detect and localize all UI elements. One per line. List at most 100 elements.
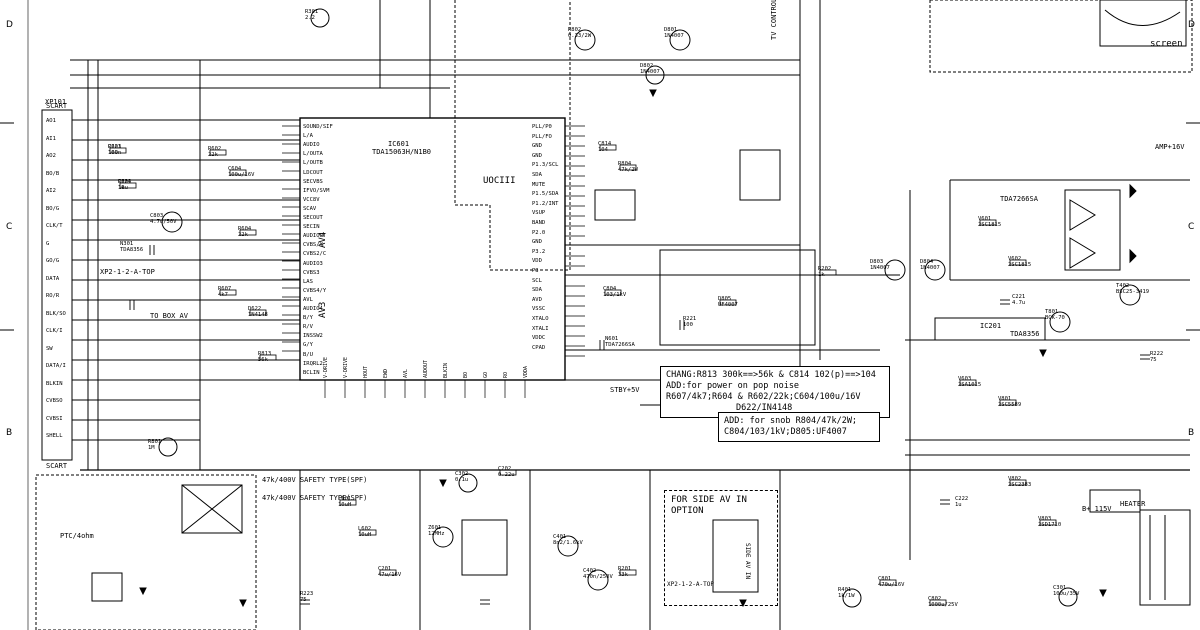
component-ref: D801 (664, 27, 678, 33)
component-ref: R201 (618, 566, 632, 572)
ic-left-pin-label: AUDIO3 (303, 260, 323, 267)
ic-right-pin-label: P1.2/INT (532, 200, 559, 207)
component-value: 75 (300, 597, 307, 603)
component-ref: R604 (238, 226, 252, 232)
component-value: 1M (148, 445, 155, 451)
component-ref: R602 (208, 146, 222, 152)
ic-left-pin-label: AUDIOUT (303, 233, 327, 240)
mains-ptc-label: PTC/4ohm (60, 532, 94, 540)
component-value: BCK-70 (1045, 315, 1065, 321)
component-value: 4.7u (1012, 300, 1026, 306)
component-value: 10u (118, 185, 128, 191)
ic-left-pin-label: L/A (303, 133, 313, 140)
grid-letter-right-c: C (1188, 222, 1195, 232)
component-ref: L602 (358, 526, 372, 532)
component-ref: N601 (605, 336, 619, 342)
ic-left-pin-label: INSSW2 (303, 333, 323, 340)
change-note-line-4: D622/IN4148 (736, 403, 793, 413)
ic-right-pin-label: VSSC (532, 306, 546, 313)
scart-pin-label: AI1 (46, 135, 56, 142)
component-ref: D805 (718, 296, 732, 302)
component-value: 104 (598, 147, 608, 153)
component-value: 470n/250V (583, 574, 613, 580)
ic-bottom-pin-label: RO (503, 371, 509, 378)
ic-left-pin-label: VCC8V (303, 196, 320, 203)
component-value: 100u/35V (1053, 591, 1080, 597)
b-plus-label: B+ 115V (1082, 505, 1112, 513)
component-ref: V801 (998, 396, 1012, 402)
side-av-in-label: SIDE AV IN (744, 543, 751, 580)
grid-letter-right-d: D (1188, 20, 1195, 30)
component-value: 0.1u (455, 477, 469, 483)
component-ref: C202 (498, 466, 512, 472)
scart-pin-label: G (46, 240, 50, 247)
component-value: 2SC1815 (978, 222, 1002, 228)
scart-pin-label: DATA/I (46, 363, 66, 369)
component-value: 47k/2W (618, 167, 638, 173)
component-value: 2SC1815 (1008, 262, 1032, 268)
component-value: UF4007 (718, 302, 738, 308)
scart-pin-label: AI2 (46, 188, 56, 194)
ic-right-pin-label: PLL/P0 (532, 124, 552, 130)
component-ref: N301 (120, 241, 134, 247)
component-value: 1k (118, 185, 125, 191)
component-value: 2.2 (305, 15, 315, 21)
amp-plus-label: AMP+16V (1155, 143, 1185, 151)
component-value: 1N4007 (920, 265, 940, 271)
component-value: 0.33/2W (568, 33, 592, 39)
component-ref: R813 (258, 351, 272, 357)
snob-note-box: ADD: for snob R804/47k/2W; C804/103/1kV;… (718, 412, 880, 442)
scart-label-top: SCART (46, 102, 68, 110)
scart-pin-label: RO/R (46, 293, 60, 299)
ic-left-pin-label: AVL (303, 296, 313, 303)
component-value: 1N4007 (870, 265, 890, 271)
ic-right-pin-label: P3 (532, 268, 539, 274)
component-value: 2SD1710 (1038, 522, 1062, 528)
component-ref: V802 (1008, 476, 1022, 482)
component-ref: R607 (218, 286, 232, 292)
component-ref: C814 (598, 141, 612, 147)
component-value: 0.22u (498, 472, 515, 478)
component-value: 47u/16V (378, 572, 402, 578)
ic-left-pin-label: AUDIO4 (303, 306, 323, 312)
grid-letter-right-b: B (1188, 428, 1195, 438)
ic-left-pin-label: CVBS/Y (303, 242, 323, 249)
component-ref: C301 (1053, 585, 1067, 591)
connector-note: XP2-1-2-A-TOP (100, 268, 155, 276)
component-ref: C302 (455, 471, 469, 477)
ic-right-pin-label: P1.3/SCL (532, 162, 559, 169)
component-ref: V602 (1008, 256, 1022, 262)
component-ref: L601 (338, 496, 352, 502)
scart-pin-label: BLK/SO (46, 310, 66, 317)
ic-main-part: TDA15063H/N1B0 (372, 148, 432, 156)
component-ref: C201 (378, 566, 392, 572)
component-ref: C802 (928, 596, 942, 602)
component-ref: C221 (1012, 294, 1026, 300)
component-ref: C402 (583, 568, 597, 574)
component-ref: D622 (248, 306, 262, 312)
change-note-box: CHANG:R813 300k==>56k & C814 102(p)==>10… (660, 366, 890, 418)
ic-bottom-pin-label: V-DRIVE (343, 356, 349, 378)
tv-control-board-label: TV CONTROL BOARD (770, 0, 778, 40)
scart-pin-label: SW (46, 345, 53, 352)
side-av-line-2: OPTION (671, 506, 704, 516)
component-ref: R804 (618, 161, 632, 167)
ic-bottom-pin-label: BLKIN (443, 362, 449, 378)
grid-letter-left-d: D (6, 20, 13, 30)
ic-left-pin-label: G/Y (303, 342, 313, 349)
component-value: IN4148 (248, 312, 268, 318)
audio-amp-part-label: TDA7266SA (1000, 195, 1038, 203)
ic-left-pin-label: AUDIO (303, 142, 320, 149)
component-value: 1N4007 (640, 69, 660, 75)
snob-note-line-1: ADD: for snob R804/47k/2W; (724, 416, 858, 426)
component-ref: C222 (955, 496, 969, 502)
ic-left-pin-label: LDCOUT (303, 169, 323, 176)
component-ref: C604 (228, 166, 242, 172)
scart-pin-label: SHELL (46, 433, 63, 439)
component-ref: R223 (300, 591, 314, 597)
scart-pin-label: AO1 (46, 118, 56, 124)
screen-label: screen (1150, 39, 1183, 49)
component-value: 4.7u/50V (150, 219, 177, 225)
component-value: 1N4007 (664, 33, 684, 39)
ic-right-pin-label: AVD (532, 296, 542, 303)
